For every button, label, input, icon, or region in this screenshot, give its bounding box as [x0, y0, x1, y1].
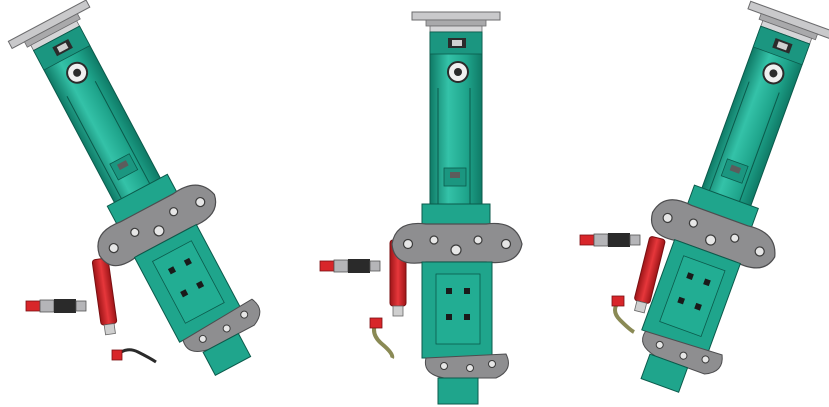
view-center — [319, 11, 523, 405]
hose-loop-icon — [369, 317, 395, 359]
view-left — [0, 0, 291, 398]
view-right — [579, 0, 829, 407]
hose-loop-icon — [111, 348, 157, 364]
hose-loop-icon — [611, 295, 635, 334]
